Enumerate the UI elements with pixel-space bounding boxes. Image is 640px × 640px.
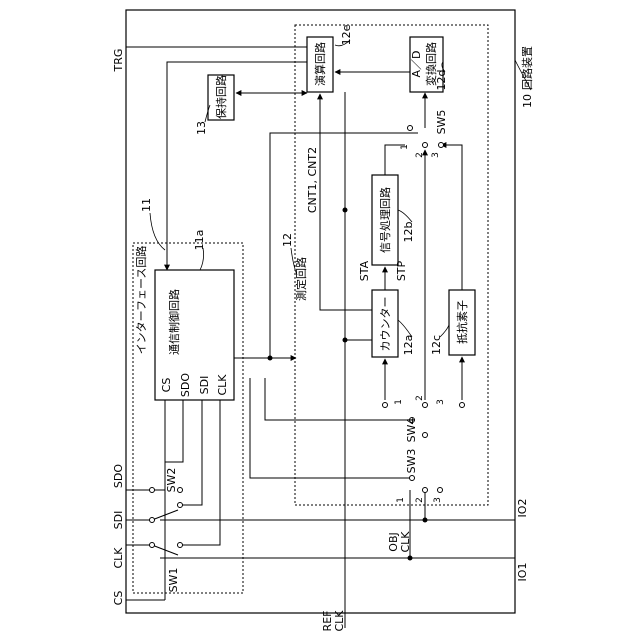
port-cs-label: CS [160, 378, 173, 393]
ref-clk-line2: CLK [333, 610, 346, 632]
io1-label: IO1 [516, 563, 529, 582]
holding-ref: 13 [195, 121, 208, 135]
comm-control-label: 通信制御回路 [167, 289, 181, 355]
sdo-label: SDO [112, 464, 125, 488]
sw3-t3: 3 [433, 497, 443, 503]
counter-label: カウンター [379, 297, 392, 352]
signal-processing-ref: 12b [402, 221, 415, 242]
clk-label: CLK [112, 547, 125, 569]
io2-label: IO2 [516, 499, 529, 518]
counter-ref: 12a [402, 335, 415, 356]
sw4-t3: 3 [436, 399, 446, 405]
cnt-label: CNT1, CNT2 [306, 147, 319, 213]
device-ref: 10 [521, 94, 534, 108]
ad-ref: 12d [435, 70, 448, 91]
junction-dots [268, 208, 428, 561]
sw3-label: SW3 [405, 449, 418, 474]
sw5-label: SW5 [435, 110, 448, 135]
sw4-t2: 2 [415, 395, 425, 401]
resistor-ref: 12c [430, 335, 443, 355]
arithmetic-ref: 12e [340, 24, 353, 45]
sw5-t3: 3 [431, 152, 441, 158]
cs-label: CS [112, 591, 125, 606]
measurement-circuit-label: 測定回路 [294, 257, 308, 301]
stp-label: STP [395, 260, 408, 281]
sw4-label: SW4 [405, 418, 418, 443]
ad-label-1: A／D [410, 51, 423, 78]
obj-clk-line2: CLK [399, 531, 412, 553]
sw3-t1: 1 [396, 497, 406, 503]
port-clk-label: CLK [216, 374, 229, 396]
sw1-label: SW1 [167, 568, 180, 593]
resistor-label: 抵抗素子 [455, 300, 469, 344]
sw2-label: SW2 [165, 468, 178, 493]
comm-control-ref: 11a [193, 230, 206, 251]
sw5-t1: 1 [400, 144, 410, 150]
port-sdi-label: SDI [198, 376, 211, 395]
sw5-t2: 2 [415, 152, 425, 158]
arithmetic-label: 演算回路 [313, 42, 327, 86]
trg-label: TRG [112, 49, 125, 73]
sw4-t1: 1 [394, 399, 404, 405]
interface-circuit-label: インターフェース回路 [135, 246, 148, 355]
interface-ref: 11 [140, 198, 153, 212]
measurement-ref: 12 [281, 233, 294, 247]
signal-processing-label: 信号処理回路 [379, 187, 392, 253]
holding-label: 保持回路 [214, 75, 228, 119]
port-sdo-label: SDO [179, 373, 192, 397]
sw3-t2: 2 [415, 497, 425, 503]
sta-label: STA [358, 260, 371, 281]
sdi-label: SDI [112, 511, 125, 530]
